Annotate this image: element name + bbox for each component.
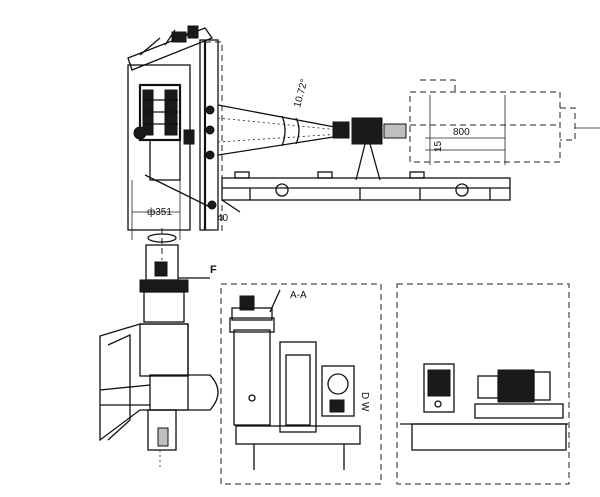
- pod-assembly: F: [99, 228, 219, 470]
- section-aa-label: A-A: [290, 290, 307, 301]
- mast-assembly: ф351 40: [127, 25, 229, 240]
- dim-800: 800: [453, 127, 470, 138]
- section-aa: A-A D W: [220, 283, 382, 485]
- shaft-line: 10.72° 800 15: [217, 78, 600, 213]
- side-view: [396, 283, 570, 485]
- dim-15: 15: [433, 140, 444, 152]
- angle-label: 10.72°: [292, 78, 310, 109]
- dim-40: 40: [217, 213, 229, 224]
- dim-351: ф351: [147, 206, 172, 218]
- direction-dw-label: D W: [359, 392, 370, 412]
- force-f-label: F: [210, 264, 217, 276]
